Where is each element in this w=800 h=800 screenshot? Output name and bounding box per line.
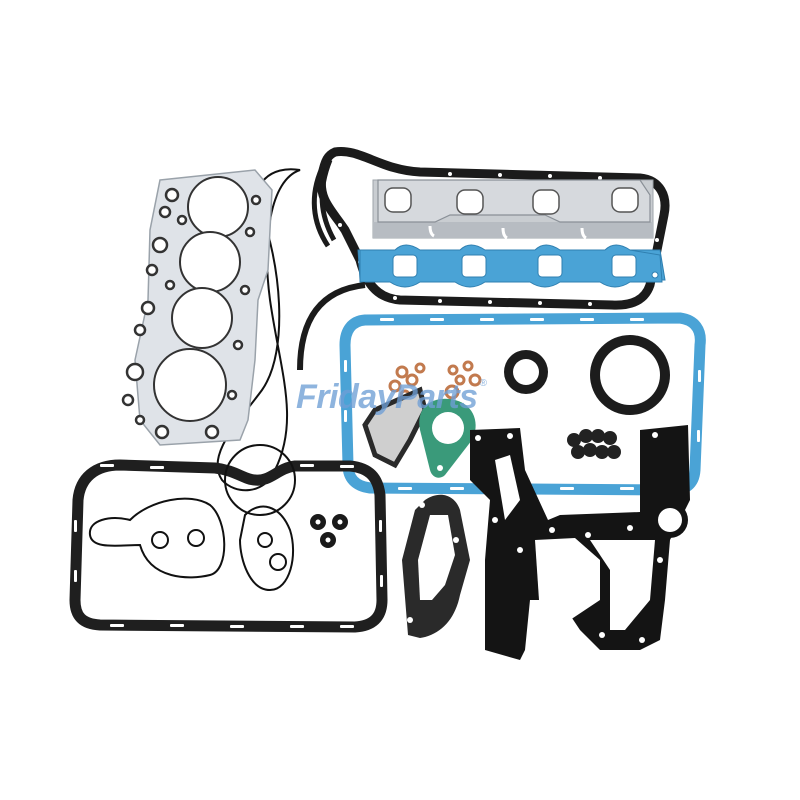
timing-cover-gasket — [470, 425, 690, 660]
rear-crankshaft-seal — [590, 335, 670, 415]
front-crankshaft-seal — [504, 350, 548, 394]
rubber-seal-strip — [297, 282, 366, 371]
exhaust-manifold-gasket — [372, 179, 654, 240]
o-rings — [88, 444, 296, 592]
cylinder-head-gasket — [121, 169, 273, 446]
rubber-grommets — [310, 514, 348, 548]
oil-pan-gasket-black — [69, 459, 388, 633]
small-flat-gasket — [362, 386, 428, 469]
water-pump-gasket — [402, 494, 470, 638]
valve-stem-seals — [567, 429, 621, 459]
intake-manifold-gasket — [357, 244, 666, 288]
thermostat-gasket — [419, 398, 476, 478]
